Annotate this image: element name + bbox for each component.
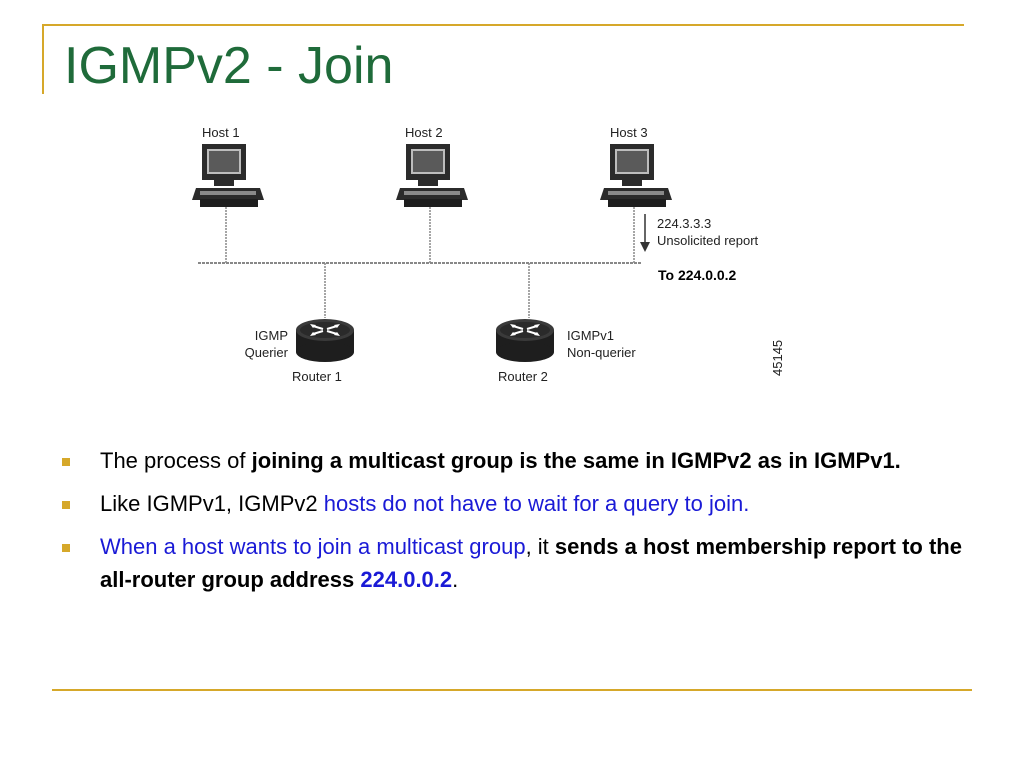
router2-icon	[495, 318, 555, 363]
host3-label: Host 3	[610, 125, 648, 140]
left-rule	[42, 24, 44, 94]
report-arrow-icon	[640, 242, 650, 252]
host1-computer-icon	[192, 144, 264, 207]
bottom-rule	[52, 689, 972, 691]
bullet-item-3: When a host wants to join a multicast gr…	[62, 530, 962, 596]
bullet-3-text: , it	[525, 534, 555, 559]
bullet-1-emphasis: joining a multicast group is the same in…	[251, 448, 901, 473]
bullet-square-icon	[62, 544, 70, 552]
report-type-label: Unsolicited report	[657, 233, 759, 248]
igmp-network-diagram: Host 1 Host 2 Host 3 224.3.3.3 Unsolicit…	[190, 118, 810, 390]
figure-id-label: 45145	[770, 340, 785, 376]
bullet-item-1: The process of joining a multicast group…	[62, 444, 962, 477]
network-diagram-svg: Host 1 Host 2 Host 3 224.3.3.3 Unsolicit…	[192, 125, 785, 384]
host3-computer-icon	[600, 144, 672, 207]
bullet-2-text: Like IGMPv1, IGMPv2	[100, 491, 324, 516]
bullet-3-end: .	[452, 567, 459, 592]
router2-role-line2: Non-querier	[567, 345, 636, 360]
host2-label: Host 2	[405, 125, 443, 140]
bullet-3-emphasis: sends a host membership report to the al…	[100, 534, 962, 592]
bullet-item-2: Like IGMPv1, IGMPv2 hosts do not have to…	[62, 487, 962, 520]
bullet-2-highlight: hosts do not have to wait for a query to…	[323, 491, 750, 516]
router2-name-label: Router 2	[498, 369, 548, 384]
router1-name-label: Router 1	[292, 369, 342, 384]
host1-label: Host 1	[202, 125, 240, 140]
bullet-1-text: The process of	[100, 448, 252, 473]
destination-note: To 224.0.0.2	[658, 267, 737, 283]
bullet-3-highlight: When a host wants to join a multicast gr…	[100, 534, 526, 559]
router1-role-line2: Querier	[245, 345, 289, 360]
slide-title: IGMPv2 - Join	[64, 37, 394, 95]
router1-role-line1: IGMP	[255, 328, 288, 343]
bullet-list: The process of joining a multicast group…	[62, 444, 962, 606]
top-rule	[42, 24, 964, 26]
router2-role-line1: IGMPv1	[567, 328, 614, 343]
bullet-3-address: 224.0.0.2	[360, 567, 453, 592]
bullet-square-icon	[62, 458, 70, 466]
host2-computer-icon	[396, 144, 468, 207]
bullet-square-icon	[62, 501, 70, 509]
router1-icon	[295, 318, 355, 363]
report-address-label: 224.3.3.3	[657, 216, 711, 231]
